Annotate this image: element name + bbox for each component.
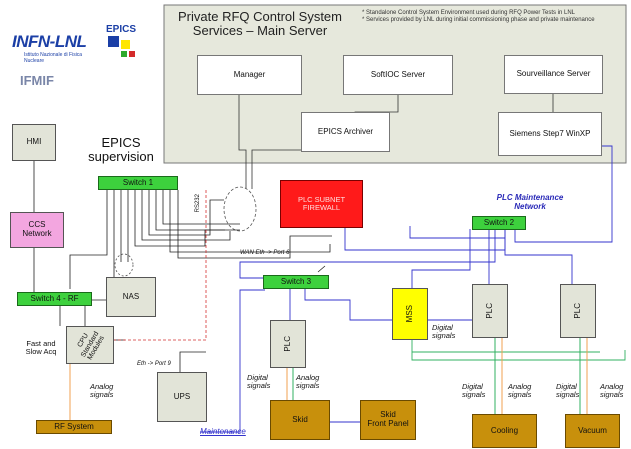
rs232-line: [103, 190, 207, 341]
plc-right-2-label: PLC: [572, 303, 582, 319]
epics-square-yellow: [121, 40, 130, 49]
softioc-server-box: SoftIOC Server: [343, 55, 453, 95]
plc-maintenance-network-label: PLC Maintenance Network: [496, 193, 564, 211]
cable-bundle-2: [114, 253, 134, 277]
ups-box: UPS: [157, 372, 207, 422]
analog-signals-cooling: Analog signals: [508, 382, 532, 400]
hmi-box: HMI: [12, 124, 56, 161]
digital-signals-center: Digital signals: [247, 373, 271, 391]
epics-logo: EPICS: [106, 24, 137, 35]
vacuum-box: Vacuum: [565, 414, 620, 448]
plc-right-2: PLC: [560, 284, 596, 338]
fast-slow-acq-label: Fast and Slow Acq: [25, 339, 57, 357]
wan-port6-label: WAN Eth -> Port 6: [240, 250, 290, 256]
epics-square-red: [129, 51, 135, 57]
infn-logo: INFN-LNL: [12, 32, 87, 51]
digital-signals-vacuum: Digital signals: [556, 382, 580, 400]
digital-signals-cooling: Digital signals: [462, 382, 486, 400]
switch-2: Switch 2: [472, 216, 526, 230]
epics-logo-squares: [106, 36, 142, 62]
maintenance-line: [200, 289, 265, 433]
ccs-network-box: CCS Network: [10, 212, 64, 248]
rs232-label: RS232: [195, 194, 201, 213]
skid-box: Skid: [270, 400, 330, 440]
switch-4-rf: Switch 4 - RF: [17, 292, 92, 306]
nas-box: NAS: [106, 277, 156, 317]
analog-signals-left: Analog signals: [90, 382, 114, 400]
epics-supervision-label: EPICS supervision: [88, 135, 154, 165]
plc-right-1-label: PLC: [484, 303, 494, 319]
maintenance-label[interactable]: Maintenance: [200, 427, 246, 436]
rf-system-box: RF System: [36, 420, 112, 434]
manager-box: Manager: [197, 55, 302, 95]
switch-1: Switch 1: [98, 176, 178, 190]
cpu-standard-modules: CPU Standard Modules: [66, 326, 114, 364]
cpu-modules-label: CPU Standard Modules: [76, 330, 106, 362]
plc-right-1: PLC: [472, 284, 508, 338]
cooling-box: Cooling: [472, 414, 537, 448]
server-panel-note: * Standalone Control System Environment …: [362, 10, 595, 23]
analog-signals-center: Analog signals: [296, 373, 320, 391]
plc-center: PLC: [270, 320, 306, 368]
mss-label: MSS: [404, 305, 414, 323]
siemens-step7-box: Siemens Step7 WinXP: [498, 112, 602, 156]
sourveillance-server-box: Sourveillance Server: [504, 55, 603, 94]
server-panel-title: Private RFQ Control System Services – Ma…: [178, 9, 342, 39]
epics-archiver-box: EPICS Archiver: [301, 112, 390, 152]
digital-signals-mss: Digital signals: [432, 323, 456, 341]
analog-signals-vacuum: Analog signals: [600, 382, 624, 400]
mss-box: MSS: [392, 288, 428, 340]
plc-subnet-firewall: PLC SUBNET FIREWALL: [280, 180, 363, 228]
infn-logo-subtitle: Istituto Nazionale di Fisica Nucleare: [24, 52, 83, 64]
ifmif-logo: IFMIF: [20, 73, 54, 88]
epics-square-blue: [108, 36, 119, 47]
epics-square-green: [121, 51, 127, 57]
skid-front-panel-box: Skid Front Panel: [360, 400, 416, 440]
switch-3: Switch 3: [263, 275, 329, 289]
cable-bundle-1: [223, 186, 257, 232]
eth-port9-label: Eth -> Port 9: [137, 361, 171, 367]
plc-center-label: PLC: [282, 336, 292, 352]
